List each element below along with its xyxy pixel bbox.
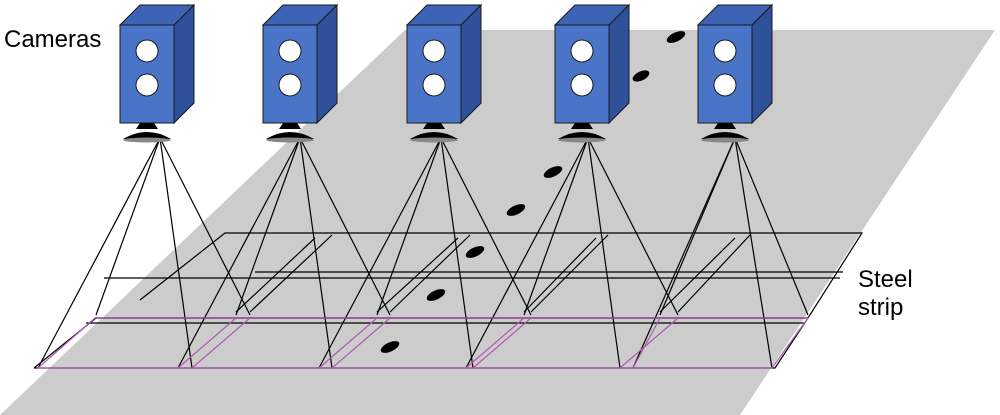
defect-mark bbox=[426, 289, 446, 301]
defect-mark bbox=[380, 341, 400, 353]
cameras-label: Cameras bbox=[4, 26, 102, 53]
defect-mark bbox=[506, 204, 526, 216]
defect-mark bbox=[543, 166, 563, 178]
steel-strip-label-line2: strip bbox=[858, 294, 904, 321]
camera-1 bbox=[119, 4, 195, 143]
inspection-zone-outline bbox=[36, 317, 810, 369]
steel-strip-label: Steel strip bbox=[858, 266, 913, 322]
defect-marks bbox=[380, 31, 686, 353]
defect-mark bbox=[632, 70, 650, 82]
steel-strip-label-line1: Steel bbox=[858, 266, 913, 293]
defect-mark bbox=[666, 31, 686, 43]
defect-mark bbox=[465, 246, 485, 258]
